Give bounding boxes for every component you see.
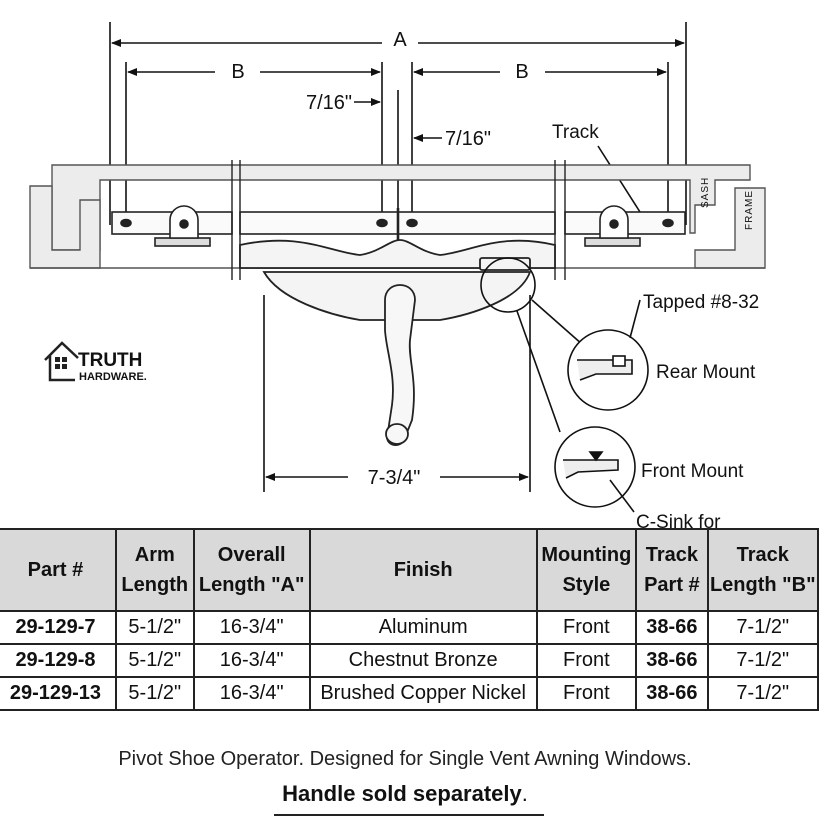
cell-arm-length: 5-1/2" (114, 610, 195, 645)
truth-hardware-logo: TRUTH HARDWARE. (44, 341, 147, 383)
dimension-a-label: A (393, 29, 407, 51)
cell-part: 29-129-8 (0, 643, 117, 678)
cell-track-length: 7-1/2" (706, 643, 820, 678)
header-part: Part # (0, 528, 117, 612)
caption-note: Handle sold separately. (0, 781, 810, 807)
cell-track-part: 38-66 (635, 676, 709, 711)
cell-finish: Chestnut Bronze (308, 643, 538, 678)
cell-arm-length: 5-1/2" (114, 676, 195, 711)
cell-track-length: 7-1/2" (706, 610, 820, 645)
cell-part: 29-129-7 (0, 610, 117, 645)
offset-left-label: 7/16" (306, 92, 352, 114)
caption-description: Pivot Shoe Operator. Designed for Single… (118, 748, 692, 770)
cell-track-part: 38-66 (635, 610, 709, 645)
tapped-label: Tapped #8-32 (643, 292, 759, 313)
caption-note-period: . (521, 781, 528, 806)
caption-note-text: Handle sold separately (282, 781, 522, 806)
width-dimension-label: 7-3/4" (368, 467, 421, 489)
header-finish: Finish (308, 528, 538, 612)
front-mount-label: Front Mount (641, 461, 744, 482)
handle-arm (384, 284, 416, 446)
rear-mount-detail (567, 299, 649, 411)
track-left (111, 205, 233, 247)
cell-finish: Aluminum (308, 610, 538, 645)
track-center (239, 208, 556, 240)
cell-part: 29-129-13 (0, 676, 117, 711)
operator-body (239, 239, 556, 321)
extension-lines (109, 22, 687, 492)
cell-overall-length: 16-3/4" (192, 676, 311, 711)
cell-mounting-style: Front (535, 610, 638, 645)
rear-mount-label: Rear Mount (656, 362, 756, 383)
frame-label: FRAME (744, 190, 755, 230)
sash-label: SASH (700, 177, 711, 208)
dimension-b-right-label: B (515, 61, 528, 83)
track-label: Track (552, 122, 599, 143)
cell-overall-length: 16-3/4" (192, 610, 311, 645)
cell-overall-length: 16-3/4" (192, 643, 311, 678)
cell-arm-length: 5-1/2" (114, 643, 195, 678)
table-row: 29-129-13 5-1/2" 16-3/4" Brushed Copper … (0, 676, 820, 711)
front-mount-detail (554, 426, 636, 513)
cell-track-part: 38-66 (635, 643, 709, 678)
logo-sub: HARDWARE. (79, 371, 147, 383)
offset-right-label: 7/16" (445, 128, 491, 150)
table-row: 29-129-7 5-1/2" 16-3/4" Aluminum Front 3… (0, 610, 820, 645)
cell-track-length: 7-1/2" (706, 676, 820, 711)
cell-finish: Brushed Copper Nickel (308, 676, 538, 711)
house-icon (44, 341, 79, 382)
logo-name: TRUTH (78, 350, 142, 371)
csink-label: C-Sink for (636, 512, 721, 530)
cell-mounting-style: Front (535, 676, 638, 711)
table-row: 29-129-8 5-1/2" 16-3/4" Chestnut Bronze … (0, 643, 820, 678)
detail-callouts (480, 257, 584, 433)
track-right (564, 205, 686, 247)
dimension-b-left-label: B (231, 61, 244, 83)
cell-mounting-style: Front (535, 643, 638, 678)
caption-underline (274, 814, 544, 816)
operator-diagram: A B B 7/16" 7/16" Track SASH FRAME (29, 22, 766, 530)
